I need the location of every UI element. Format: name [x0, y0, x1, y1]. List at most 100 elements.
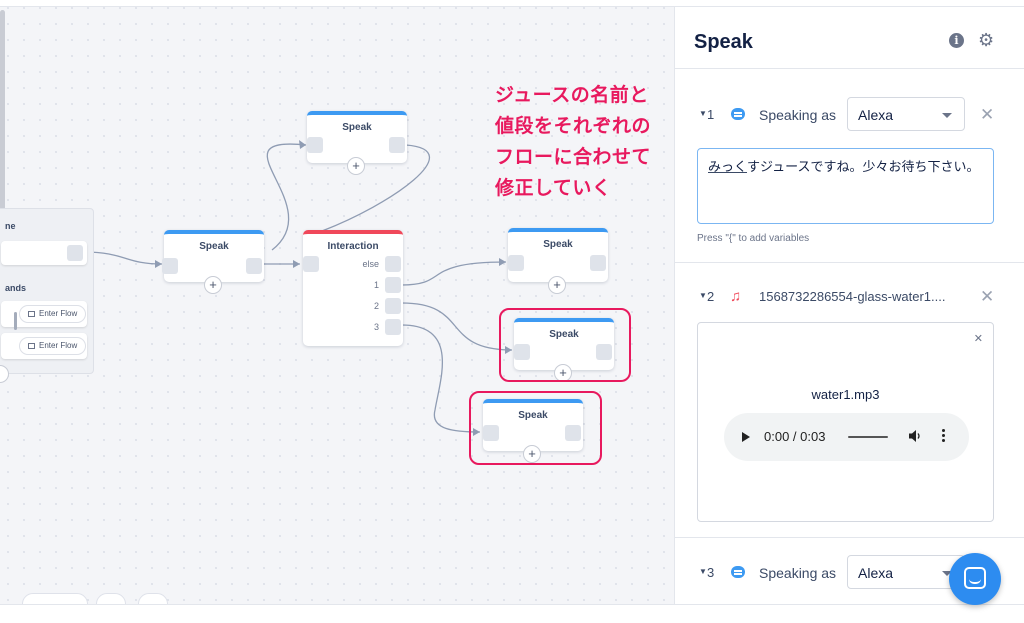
out-port-3[interactable] — [385, 319, 401, 335]
audio-file-name: water1.mp3 — [811, 387, 880, 402]
audio-title: 1568732286554-glass-water1.... — [759, 289, 946, 304]
step-number: 2 — [707, 289, 715, 304]
play-icon[interactable] — [742, 432, 750, 442]
command-row-2[interactable]: Enter Flow — [1, 333, 87, 359]
add-step-button[interactable]: + — [523, 445, 541, 463]
in-port[interactable] — [508, 255, 524, 271]
step-number: 1 — [707, 107, 715, 122]
node-title: Speak — [543, 239, 573, 250]
start-block-title: ne — [5, 221, 16, 231]
node-title: Interaction — [327, 241, 379, 252]
more-options-icon[interactable] — [942, 429, 946, 443]
out-port[interactable] — [565, 425, 581, 441]
interaction-node[interactable]: Interaction else 1 2 3 — [303, 230, 403, 346]
start-step-port[interactable] — [67, 245, 83, 261]
enter-flow-button-2[interactable]: Enter Flow — [19, 337, 87, 355]
out-port-1[interactable] — [385, 277, 401, 293]
node-title: Speak — [342, 122, 372, 133]
chat-launcher-button[interactable] — [949, 553, 1001, 605]
chat-icon — [964, 567, 986, 589]
link-1-to-speak — [401, 302, 513, 351]
audio-player: 0:00 / 0:03 — [724, 413, 969, 461]
out-port-2[interactable] — [385, 298, 401, 314]
connection-lines — [83, 140, 513, 436]
flow-icon — [28, 343, 35, 349]
collapse-chevron-icon[interactable]: ▼ — [699, 109, 707, 118]
volume-icon[interactable] — [909, 429, 921, 443]
speak-node-top[interactable]: Speak + — [307, 111, 407, 175]
add-step-button[interactable]: + — [548, 276, 566, 294]
text-rest: すジュースですね。少々お待ち下さい。 — [747, 159, 980, 174]
enter-flow-button-1[interactable]: Enter Flow — [19, 305, 87, 323]
add-step-button[interactable]: + — [554, 364, 572, 382]
audio-card: ✕ water1.mp3 0:00 / 0:03 — [697, 322, 994, 522]
start-step[interactable] — [1, 241, 87, 265]
out-port[interactable] — [246, 258, 262, 274]
remove-audio-icon[interactable]: ✕ — [973, 333, 983, 345]
start-block[interactable]: ne ands Enter Flow Enter Flow — [0, 208, 94, 374]
caret-down-icon — [942, 571, 952, 576]
out-port[interactable] — [596, 344, 612, 360]
annotation-line-3: フローに合わせて — [495, 147, 652, 168]
top-bar — [0, 0, 1024, 7]
step-2-header: ▼ 2 ♫ 1568732286554-glass-water1.... ✕ — [675, 277, 1024, 317]
add-step-button[interactable]: + — [347, 157, 365, 175]
add-step-button[interactable]: + — [204, 276, 222, 294]
voice-select-value: Alexa — [858, 565, 894, 581]
speak-node-left[interactable]: Speak + — [162, 230, 264, 294]
info-icon[interactable]: i — [949, 33, 964, 48]
speak-text-input[interactable]: みっくすジュースですね。少々お待ち下さい。 — [697, 148, 994, 224]
link-interaction-to-speak-top — [266, 143, 307, 251]
in-port[interactable] — [483, 425, 499, 441]
remove-step-icon[interactable]: ✕ — [980, 105, 995, 124]
drag-handle[interactable] — [14, 312, 17, 330]
canvas-scrollbar[interactable] — [0, 10, 5, 210]
step-number: 3 — [707, 565, 715, 580]
link-3-to-speak — [401, 324, 481, 433]
divider — [675, 262, 1024, 263]
in-port[interactable] — [303, 256, 319, 272]
music-note-icon: ♫ — [730, 288, 742, 305]
divider — [675, 537, 1024, 538]
highlight-box-middle — [499, 308, 631, 382]
link-left-block-to-speak — [83, 251, 163, 265]
annotation-line-4: 修正していく — [495, 178, 612, 199]
panel-header: Speak i ⚙ — [675, 7, 1024, 69]
out-port-else[interactable] — [385, 256, 401, 272]
port-label-2: 2 — [373, 301, 379, 311]
speech-bubble-icon — [731, 566, 745, 578]
port-label-else: else — [362, 259, 379, 269]
in-port[interactable] — [162, 258, 178, 274]
step-1-header: ▼ 1 Speaking as Alexa ✕ — [675, 95, 1024, 135]
annotation-text: ジュースの名前と 値段をそれぞれの フローに合わせて 修正していく — [495, 80, 651, 204]
speak-node-right-bottom[interactable]: Speak + — [483, 399, 583, 463]
node-title: Speak — [549, 329, 579, 340]
link-speak-top-to-interaction — [321, 144, 431, 232]
node-title: Speak — [199, 241, 229, 252]
voice-select-value: Alexa — [858, 107, 894, 123]
collapse-chevron-icon[interactable]: ▼ — [699, 291, 707, 300]
annotation-line-2: 値段をそれぞれの — [495, 116, 652, 137]
flow-icon — [28, 311, 35, 317]
audio-progress-bar[interactable] — [848, 436, 888, 438]
text-underlined: みっく — [708, 159, 748, 174]
speak-node-right-middle[interactable]: Speak + — [514, 318, 614, 382]
collapse-chevron-icon[interactable]: ▼ — [699, 567, 707, 576]
in-port[interactable] — [307, 137, 323, 153]
flow-canvas[interactable]: ne ands Enter Flow Enter Flow Speak + Sp… — [0, 0, 674, 623]
remove-step-icon[interactable]: ✕ — [980, 287, 995, 306]
gear-icon[interactable]: ⚙ — [978, 30, 995, 50]
variables-hint: Press "{" to add variables — [697, 233, 810, 244]
voice-select[interactable]: Alexa — [847, 555, 965, 589]
out-port[interactable] — [590, 255, 606, 271]
out-port[interactable] — [389, 137, 405, 153]
in-port[interactable] — [514, 344, 530, 360]
speak-node-right-top[interactable]: Speak + — [508, 228, 608, 294]
audio-time: 0:00 / 0:03 — [764, 429, 826, 444]
link-else-to-speak — [401, 261, 507, 286]
speaking-as-label: Speaking as — [759, 107, 837, 123]
chat-smile-icon — [969, 579, 981, 584]
bottom-strip — [0, 604, 1024, 623]
speech-bubble-icon — [731, 108, 745, 120]
voice-select[interactable]: Alexa — [847, 97, 965, 131]
